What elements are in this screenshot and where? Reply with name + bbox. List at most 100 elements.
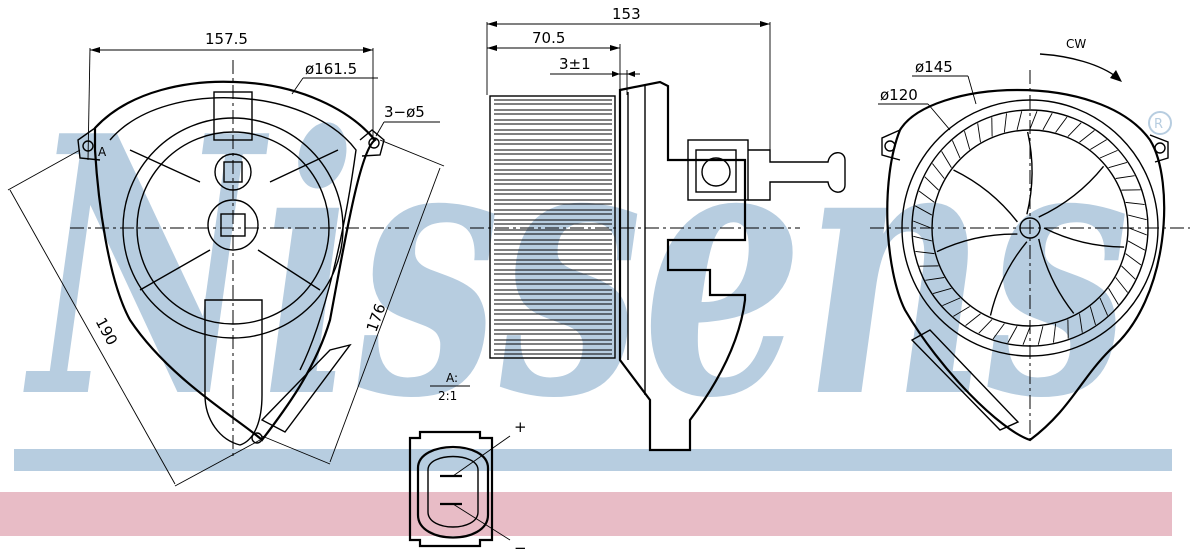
polarity-plus: + <box>514 418 527 436</box>
impeller-blade <box>964 130 971 150</box>
impeller-spoke <box>936 233 1018 253</box>
impeller-blade <box>918 190 935 203</box>
watermark-band-pink <box>0 492 1172 536</box>
fan-blade <box>494 189 612 195</box>
fan-blade <box>494 169 612 175</box>
impeller-spoke <box>1043 227 1125 248</box>
detail-scale: 2:1 <box>438 389 457 403</box>
watermark-band-blue <box>14 449 1172 471</box>
fan-blade <box>494 279 612 285</box>
impeller-blade <box>1099 297 1109 316</box>
impeller-blade <box>1007 325 1018 344</box>
impeller-blade <box>1003 113 1007 133</box>
impeller-blade <box>924 176 939 191</box>
impeller-blade <box>1037 326 1044 345</box>
outer-diameter-dimension: ø145 <box>915 58 953 76</box>
inner-spokes <box>936 131 1125 316</box>
fan-blade <box>494 349 612 355</box>
impeller-blade <box>977 123 981 143</box>
impeller-blade <box>1053 323 1057 343</box>
fan-blade <box>494 329 612 335</box>
impeller-blades <box>913 111 1147 345</box>
polarity-minus: − <box>514 539 527 557</box>
impeller-blade <box>915 251 935 255</box>
fan-blade <box>494 309 612 315</box>
impeller-spoke <box>953 169 1018 223</box>
fan-blade <box>494 299 612 305</box>
impeller-blade <box>913 235 932 242</box>
impeller-blade <box>932 287 952 294</box>
impeller-blade <box>1099 149 1118 159</box>
impeller-blade <box>953 306 970 317</box>
fan-blade <box>494 339 612 345</box>
front-diameter-dimension: ø161.5 <box>305 60 357 78</box>
impeller-blade <box>1121 265 1136 280</box>
impeller-blade <box>1125 201 1145 205</box>
impeller-blade <box>1128 214 1147 221</box>
fan-blade <box>494 179 612 185</box>
rotation-arrow-icon <box>1039 53 1119 79</box>
side-wheel-dimension: 70.5 <box>532 29 565 47</box>
registered-mark-letter: R <box>1154 117 1163 132</box>
impeller-spoke <box>1038 165 1105 218</box>
impeller-blade <box>1079 313 1083 333</box>
front-view: 157.5 ø161.5 3−ø5 190 176 A <box>7 30 445 487</box>
rotation-direction-label: CW <box>1066 37 1086 51</box>
inner-diameter-dimension: ø120 <box>880 86 918 104</box>
fan-blade <box>494 269 612 275</box>
impeller-blade <box>1128 227 1147 236</box>
impeller-blade <box>978 319 993 334</box>
impeller-spoke <box>989 241 1028 316</box>
impeller-blade <box>1127 240 1146 251</box>
fan-blade <box>494 259 612 265</box>
detail-marker-a: A <box>98 145 107 159</box>
fan-blade <box>494 219 612 225</box>
fan-blade <box>494 99 612 105</box>
impeller-blade <box>1089 306 1096 326</box>
impeller-blade <box>942 297 961 307</box>
connector-detail: A: 2:1 + − <box>408 371 527 557</box>
impeller-blade <box>1042 112 1053 131</box>
impeller-blade <box>1055 116 1068 133</box>
impeller-spoke <box>1038 238 1075 314</box>
fan-blade <box>494 319 612 325</box>
impeller-blade <box>1022 326 1031 345</box>
impeller-blade <box>932 163 945 179</box>
impeller-blade <box>1079 130 1095 143</box>
impeller-blade <box>1067 122 1082 137</box>
impeller-blade <box>965 313 981 326</box>
fan-blade <box>494 109 612 115</box>
connector-comb <box>260 343 352 433</box>
fan-blade <box>494 119 612 125</box>
fan-blade <box>494 239 612 245</box>
fan-blade <box>494 149 612 155</box>
fan-blades <box>494 99 612 355</box>
side-view: 153 70.5 3±1 <box>470 5 846 452</box>
fan-blade <box>494 139 612 145</box>
rear-view: CW ø145 ø120 <box>870 37 1190 445</box>
impeller-blade <box>1115 277 1128 293</box>
impeller-blade <box>992 323 1005 340</box>
impeller-blade <box>1090 139 1107 150</box>
impeller-blade <box>1108 288 1119 305</box>
mounting-holes-dimension: 3−ø5 <box>384 103 425 121</box>
impeller-blade <box>941 151 952 168</box>
impeller-blade <box>951 140 961 159</box>
fan-blade <box>494 159 612 165</box>
watermark-logo-text: Nissens <box>22 59 1130 476</box>
fan-blade <box>494 209 612 215</box>
impeller-blade <box>913 220 932 229</box>
fan-blade <box>494 249 612 255</box>
side-offset-dimension: 3±1 <box>559 55 591 73</box>
fan-blade <box>494 289 612 295</box>
detail-label: A: <box>446 371 458 385</box>
front-width-dimension: 157.5 <box>205 30 248 48</box>
side-overall-dimension: 153 <box>612 5 641 23</box>
fan-blade <box>494 229 612 235</box>
impeller-blade <box>1115 175 1135 179</box>
registered-mark-icon <box>1148 111 1172 135</box>
impeller-blade <box>914 205 933 216</box>
impeller-blade <box>1016 111 1023 130</box>
impeller-blade <box>925 277 945 281</box>
